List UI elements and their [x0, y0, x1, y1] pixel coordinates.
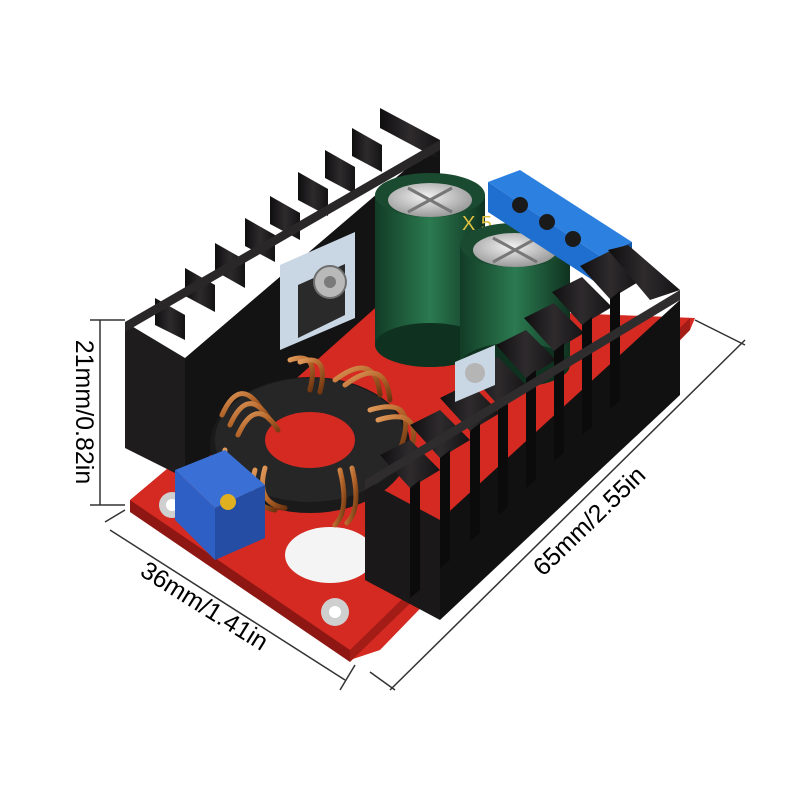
heatsink-icon: [365, 245, 680, 620]
trimmer-potentiometer-icon: [175, 450, 265, 560]
transistor: [280, 232, 355, 350]
inductor-coil-icon: [210, 355, 417, 528]
height-dimension-label: 21mm/0.82in: [70, 340, 98, 485]
dimension-lines: [90, 319, 746, 691]
silkscreen-pad: [285, 527, 375, 583]
diode: [455, 345, 495, 402]
mounting-hole: [321, 598, 349, 626]
